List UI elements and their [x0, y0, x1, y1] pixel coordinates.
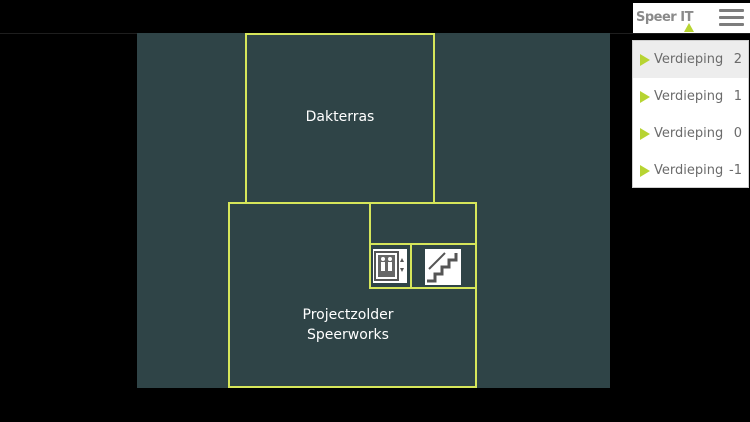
menu-item-floor-minus-1[interactable]: Verdieping -1: [633, 152, 748, 189]
menu-item-floor-2[interactable]: Verdieping 2: [633, 41, 748, 78]
menu-item-number: 2: [733, 52, 742, 67]
menu-item-label: Verdieping: [654, 126, 724, 141]
menu-item-number: 0: [733, 126, 742, 141]
menu-item-label: Verdieping: [654, 163, 724, 178]
hamburger-bar: [719, 9, 744, 12]
menu-item-floor-0[interactable]: Verdieping 0: [633, 115, 748, 152]
floor-menu: Verdieping 2 Verdieping 1 Verdieping 0 V…: [632, 40, 749, 188]
floor-map[interactable]: Dakterras Projectzolder Speerworks: [137, 33, 610, 388]
play-arrow-icon: [640, 53, 650, 66]
menu-item-number: -1: [729, 163, 742, 178]
menu-item-floor-1[interactable]: Verdieping 1: [633, 78, 748, 115]
menu-item-label: Verdieping: [654, 52, 724, 67]
elevator-icon[interactable]: [373, 249, 407, 283]
play-arrow-icon: [640, 90, 650, 103]
stairs-icon[interactable]: [425, 249, 461, 285]
play-arrow-icon: [640, 164, 650, 177]
room-storage[interactable]: [369, 202, 477, 245]
logo-text: Speer IT: [636, 10, 693, 25]
play-arrow-icon: [640, 127, 650, 140]
speer-it-logo: Speer IT: [633, 3, 713, 33]
logo-triangle-icon: [684, 23, 694, 32]
room-project-loft[interactable]: [228, 202, 477, 388]
menu-button[interactable]: [713, 3, 750, 33]
roof-terrace-label: Dakterras: [305, 109, 375, 125]
hamburger-bar: [719, 23, 744, 26]
menu-item-label: Verdieping: [654, 89, 724, 104]
project-loft-label-line2: Speerworks: [307, 327, 389, 343]
stairs-cell[interactable]: [410, 243, 477, 289]
hamburger-bar: [719, 16, 744, 19]
project-loft-label-line1: Projectzolder: [302, 307, 394, 323]
menu-item-number: 1: [733, 89, 742, 104]
